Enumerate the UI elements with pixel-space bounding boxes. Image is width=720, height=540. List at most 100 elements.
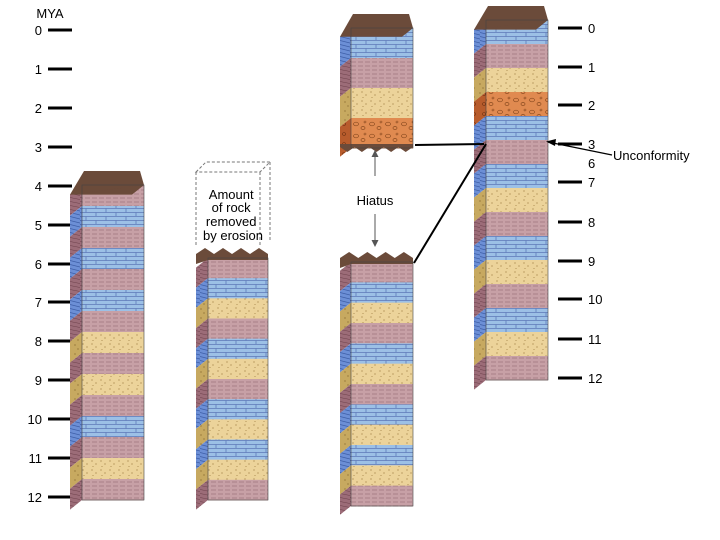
- unconformity-label: Unconformity: [613, 148, 690, 163]
- column-outline: [207, 257, 269, 501]
- unconformity-correlation-lines: [413, 143, 487, 264]
- rock-layer-side: [70, 248, 82, 279]
- rock-layer-shale: [486, 44, 548, 69]
- axis-tick-label: 9: [35, 373, 42, 388]
- axis-tick-label: 3: [35, 140, 42, 155]
- rock-layer-limestone: [82, 206, 144, 228]
- axis-tick-label: 12: [588, 371, 602, 386]
- rock-layer-side: [70, 290, 82, 321]
- axis-tick-label: 11: [588, 332, 602, 347]
- rock-layer-side: [340, 323, 351, 353]
- rock-layer-side: [340, 445, 351, 475]
- rock-layer-side: [196, 459, 208, 490]
- rock-layer-shale: [82, 227, 144, 249]
- rock-layer-limestone: [486, 308, 548, 333]
- rock-layer-side: [340, 343, 351, 373]
- rock-layer-sandstone: [351, 424, 413, 446]
- rock-layer-side: [474, 116, 486, 150]
- axis-tick-label: 5: [35, 218, 42, 233]
- rock-layer-limestone: [82, 290, 144, 312]
- rock-layer-shale: [82, 437, 144, 459]
- rock-layer-side: [196, 298, 208, 329]
- rock-layer-side: [474, 332, 486, 366]
- rock-layer-sandstone: [208, 358, 268, 380]
- rock-layer-sandstone: [486, 332, 548, 357]
- rock-layer-limestone: [351, 404, 413, 426]
- rock-layer-sandstone: [351, 302, 413, 324]
- rock-layer-side: [70, 395, 82, 426]
- rock-layer-side: [474, 236, 486, 270]
- rock-layer-side: [474, 44, 486, 78]
- rock-layer-limestone: [208, 278, 268, 299]
- rock-layer-shale: [486, 212, 548, 237]
- axis-tick-label: 6: [588, 156, 595, 171]
- rock-layer-side: [70, 437, 82, 468]
- rock-layer-sandstone: [82, 332, 144, 354]
- rock-layer-sandstone: [351, 363, 413, 385]
- rock-layer-side: [70, 269, 82, 300]
- rock-layer-limestone: [82, 248, 144, 270]
- rock-layer-limestone: [486, 116, 548, 141]
- rock-layer-side: [474, 188, 486, 222]
- rock-layer-limestone: [208, 399, 268, 420]
- rock-layer-limestone: [208, 439, 268, 461]
- rock-layer-shale: [208, 479, 268, 501]
- rock-layer-side: [474, 356, 486, 390]
- rock-layer-side: [70, 206, 82, 237]
- rock-layer-side: [340, 262, 351, 292]
- rock-layer-side: [474, 164, 486, 198]
- rock-layer-side: [474, 92, 486, 126]
- rock-layer-limestone: [351, 343, 413, 365]
- rock-layer-side: [70, 458, 82, 489]
- rock-layer-conglomerate: [486, 92, 548, 117]
- rock-layer-side: [70, 332, 82, 363]
- rock-layer-shale: [351, 262, 413, 283]
- column-3-upper-block: [340, 14, 414, 157]
- rock-layer-side: [196, 439, 208, 470]
- rock-layer-shale: [82, 311, 144, 333]
- axis-tick-label: 7: [588, 175, 595, 190]
- rock-layer-conglomerate: [351, 118, 413, 149]
- rock-layer-side: [196, 258, 208, 288]
- column-3-lower-block: [340, 252, 414, 515]
- rock-layer-shale: [351, 323, 413, 344]
- axis-tick-label: 2: [35, 101, 42, 116]
- rock-layer-side: [196, 318, 208, 349]
- rock-layer-side: [340, 384, 351, 414]
- rock-layer-side: [474, 68, 486, 102]
- rock-layer-side: [340, 88, 351, 127]
- unconformity-pointer-arrow: [546, 139, 613, 156]
- rock-layer-sandstone: [208, 459, 268, 481]
- rock-layer-shale: [208, 258, 268, 279]
- column-outline: [81, 184, 145, 501]
- axis-tick-label: 0: [35, 23, 42, 38]
- rock-layer-sandstone: [208, 419, 268, 440]
- rock-layer-limestone: [486, 236, 548, 261]
- rock-layer-sandstone: [82, 374, 144, 396]
- rock-layer-shale: [208, 318, 268, 340]
- rock-layer-side: [196, 399, 208, 429]
- rock-layer-shale: [82, 269, 144, 291]
- rock-layer-side: [196, 278, 208, 308]
- axis-tick-label: 10: [588, 292, 602, 307]
- axis-tick-label: 2: [588, 98, 595, 113]
- axis-tick-label: 8: [35, 334, 42, 349]
- axis-tick-label: 1: [35, 62, 42, 77]
- rock-layer-side: [340, 58, 351, 97]
- rock-layer-sandstone: [486, 260, 548, 285]
- rock-layer-side: [70, 374, 82, 405]
- rock-layer-shale: [486, 140, 548, 165]
- rock-layer-sandstone: [486, 68, 548, 93]
- top-soil-cap: [70, 171, 144, 195]
- rock-layer-side: [340, 363, 351, 393]
- axis-tick-label: 7: [35, 295, 42, 310]
- rock-layer-side: [474, 308, 486, 342]
- rock-layer-shale: [82, 479, 144, 501]
- rock-layer-side: [196, 479, 208, 510]
- rock-layer-limestone: [82, 416, 144, 438]
- axis-tick-label: 3: [588, 137, 595, 152]
- rock-layer-side: [196, 379, 208, 409]
- rock-layer-side: [474, 260, 486, 294]
